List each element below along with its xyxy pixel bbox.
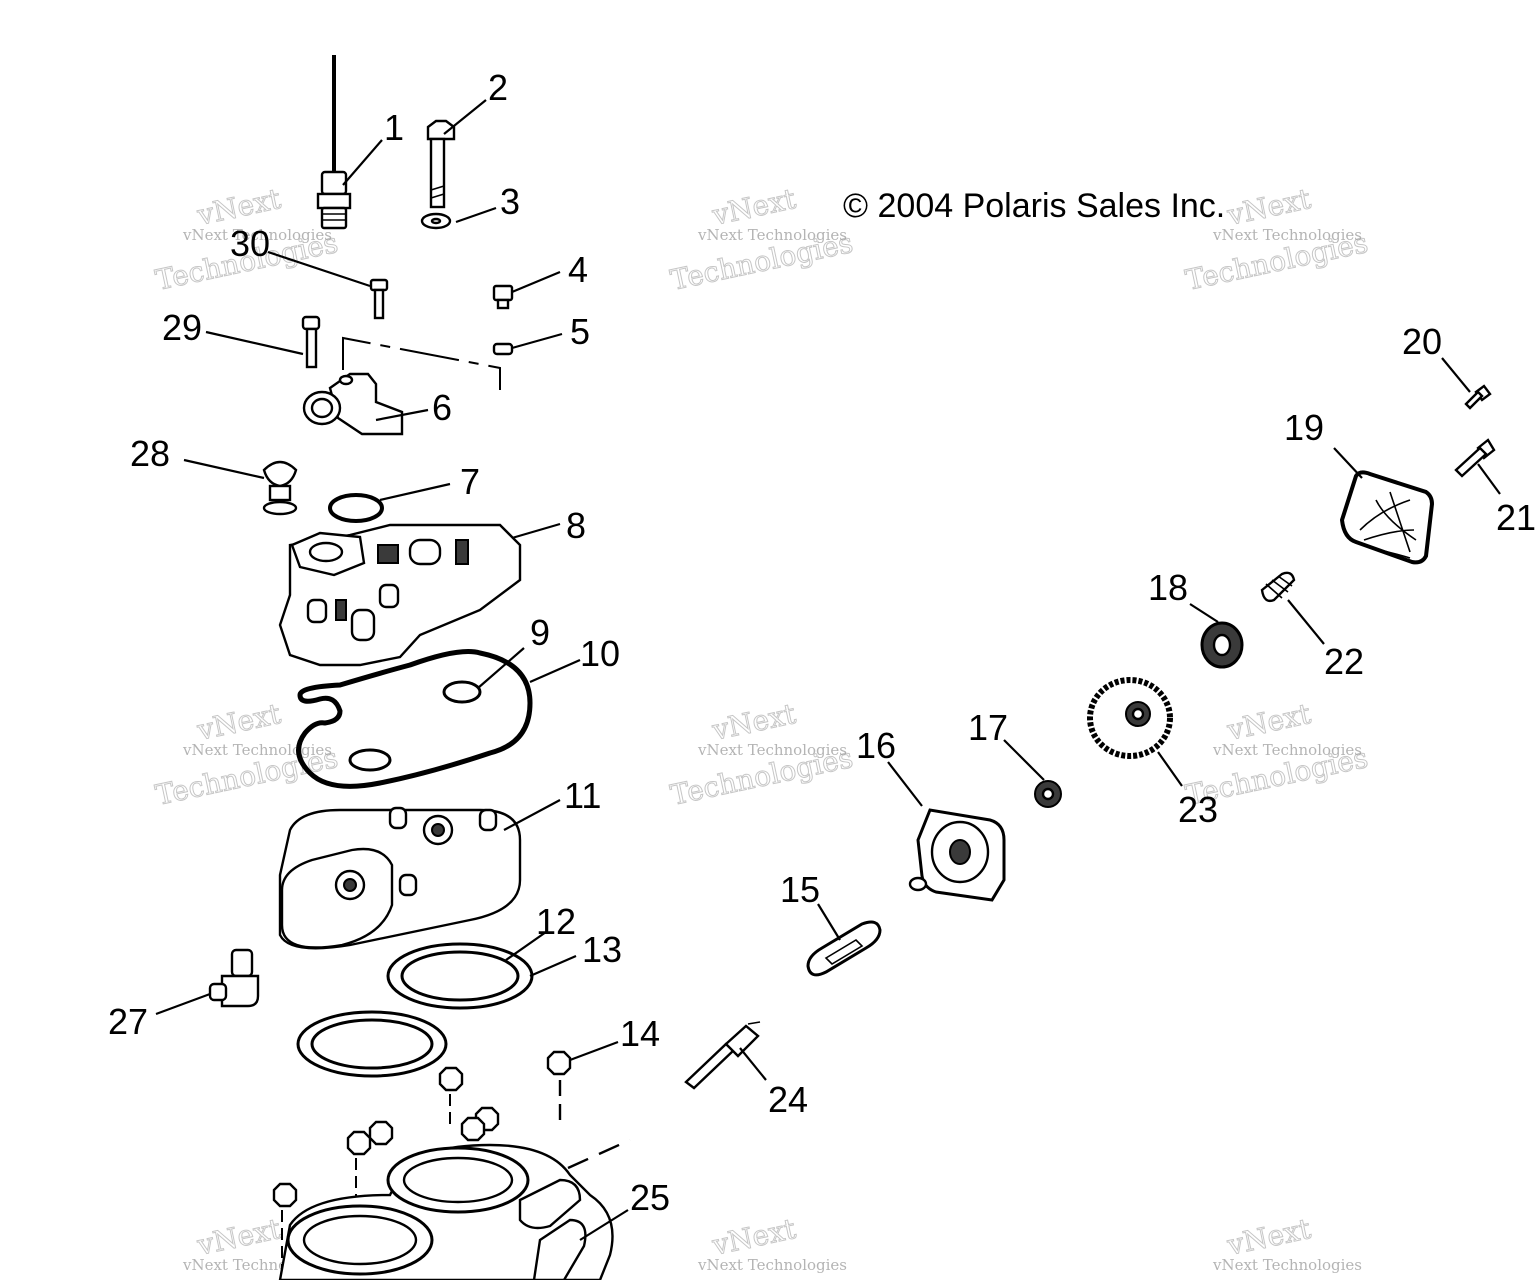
watermark-text: vNext xyxy=(709,697,800,747)
watermark-text: vNext Technologies xyxy=(1212,226,1362,244)
callout-13: 13 xyxy=(582,929,622,970)
watermark-text: vNext Technologies xyxy=(1212,741,1362,759)
part-8-head-cover xyxy=(278,523,522,667)
part-27-elbow-fitting xyxy=(208,948,260,1008)
watermark-text: vNext xyxy=(1224,1212,1315,1262)
callout-4: 4 xyxy=(568,249,588,290)
watermark-mid-left: vNext Technologies vNext Technologies xyxy=(152,696,341,812)
watermark-text: vNext Technologies xyxy=(182,741,332,759)
part-21-screw xyxy=(1454,438,1496,478)
callout-29: 29 xyxy=(162,307,202,348)
cylinder-nuts xyxy=(272,1066,500,1280)
head-gasket-lower-inner xyxy=(310,1018,434,1070)
callout-28: 28 xyxy=(130,433,170,474)
callout-20: 20 xyxy=(1402,321,1442,362)
callout-19: 19 xyxy=(1284,407,1324,448)
callout-30: 30 xyxy=(230,223,270,264)
callout-18: 18 xyxy=(1148,567,1188,608)
callout-10: 10 xyxy=(580,633,620,674)
callout-21: 21 xyxy=(1496,497,1536,538)
callout-6: 6 xyxy=(432,387,452,428)
part-22-spring xyxy=(1260,571,1296,603)
part-14-nut xyxy=(546,1050,572,1120)
part-17-gear xyxy=(1034,780,1062,808)
watermark-top-center: vNext Technologies vNext Technologies xyxy=(667,181,856,297)
part-16-pump-housing xyxy=(908,808,1006,902)
callout-14: 14 xyxy=(620,1013,660,1054)
part-28-thermostat xyxy=(262,460,298,516)
callout-2: 2 xyxy=(488,67,508,108)
part-3-washer xyxy=(420,212,452,230)
callout-1: 1 xyxy=(384,107,404,148)
callout-23: 23 xyxy=(1178,789,1218,830)
part-30-screw xyxy=(369,278,389,320)
part-6-thermostat-housing xyxy=(302,372,404,436)
part-12-head-gasket-inner xyxy=(400,950,520,1002)
watermark-text: vNext xyxy=(1224,182,1315,232)
callout-labels: 1 2 3 4 5 6 7 8 9 10 11 12 13 14 15 16 1… xyxy=(108,67,1536,1218)
watermark-text: vNext xyxy=(709,182,800,232)
part-15-gasket xyxy=(806,920,882,977)
copyright-text: © 2004 Polaris Sales Inc. xyxy=(843,187,1225,225)
watermark-text: vNext xyxy=(709,1212,800,1262)
gasket-hole xyxy=(348,748,392,772)
part-9-o-ring xyxy=(442,680,482,704)
part-5-clip xyxy=(492,342,514,356)
part-10-gasket xyxy=(296,649,533,789)
callout-8: 8 xyxy=(566,505,586,546)
part-7-o-ring xyxy=(328,493,384,523)
part-2-bolt xyxy=(426,119,456,209)
callout-15: 15 xyxy=(780,869,820,910)
callout-5: 5 xyxy=(570,311,590,352)
part-1-temp-sensor xyxy=(316,55,352,230)
watermark-bottom-center: vNext Technologies vNext xyxy=(697,1211,847,1274)
watermark-text: vNext Technologies xyxy=(1212,1256,1362,1274)
watermark-text: vNext Technologies xyxy=(182,226,332,244)
callout-3: 3 xyxy=(500,181,520,222)
callout-16: 16 xyxy=(856,725,896,766)
callout-17: 17 xyxy=(968,707,1008,748)
watermark-text: vNext xyxy=(194,697,285,747)
callout-9: 9 xyxy=(530,612,550,653)
part-19-cover xyxy=(1339,470,1435,565)
part-20-screw xyxy=(1464,384,1492,410)
callout-25: 25 xyxy=(630,1177,670,1218)
callout-27: 27 xyxy=(108,1001,148,1042)
callout-11: 11 xyxy=(564,775,601,816)
watermark-text: vNext xyxy=(194,1212,285,1262)
watermark-text: vNext Technologies xyxy=(697,741,847,759)
watermark-text: vNext Technologies xyxy=(697,1256,847,1274)
part-29-pin xyxy=(301,315,321,369)
callout-7: 7 xyxy=(460,461,480,502)
watermark-text: vNext Technologies xyxy=(697,226,847,244)
part-23-gear xyxy=(1087,677,1173,759)
part-18-gear xyxy=(1200,621,1244,669)
callout-12: 12 xyxy=(536,901,576,942)
watermark-text: vNext xyxy=(1224,697,1315,747)
part-11-cylinder-head xyxy=(278,806,522,950)
watermark-bottom-right: vNext Technologies vNext xyxy=(1212,1211,1362,1274)
part-4-nut xyxy=(492,284,514,310)
callout-24: 24 xyxy=(768,1079,808,1120)
callout-22: 22 xyxy=(1324,641,1364,682)
leader-lines xyxy=(155,99,1501,1241)
part-24-sensor xyxy=(684,1021,761,1090)
part-25-cylinder xyxy=(278,1138,631,1280)
watermark-mid-center: vNext Technologies vNext Technologies xyxy=(667,696,856,812)
